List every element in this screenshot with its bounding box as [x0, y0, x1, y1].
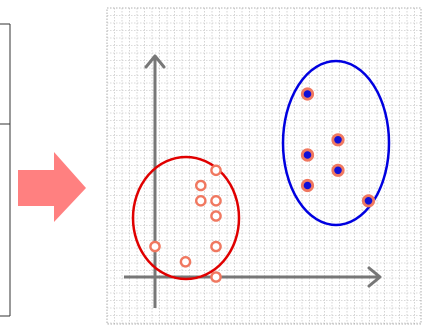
cluster-a-point: [149, 240, 161, 253]
x-axis-arrowhead-icon: [367, 266, 382, 288]
right-arrow-icon: [18, 152, 86, 222]
cluster-a-point: [210, 271, 222, 283]
cluster-a-point: [210, 240, 222, 253]
cluster-a-point: [194, 179, 207, 192]
cluster-b-point: [300, 178, 315, 193]
cluster-b-point: [300, 148, 315, 162]
cluster-b-point: [331, 163, 345, 177]
cluster-a-point: [210, 164, 222, 177]
data-points: [149, 87, 376, 283]
y-axis-arrowhead-icon: [144, 54, 166, 69]
cluster-a-point: [179, 255, 192, 268]
cluster-b-point: [361, 194, 376, 208]
cluster-b-point: [331, 133, 345, 147]
cluster-b-outline: [281, 59, 391, 227]
grid-border: [106, 7, 422, 325]
cluster-a-point: [210, 210, 222, 222]
cluster-a-point: [194, 194, 207, 207]
graph-paper-grid: [106, 7, 422, 325]
cluster-b-point: [300, 87, 315, 101]
cluster-a-outline: [131, 155, 241, 281]
cluster-a-point: [210, 194, 222, 207]
source-panel: [0, 23, 11, 317]
